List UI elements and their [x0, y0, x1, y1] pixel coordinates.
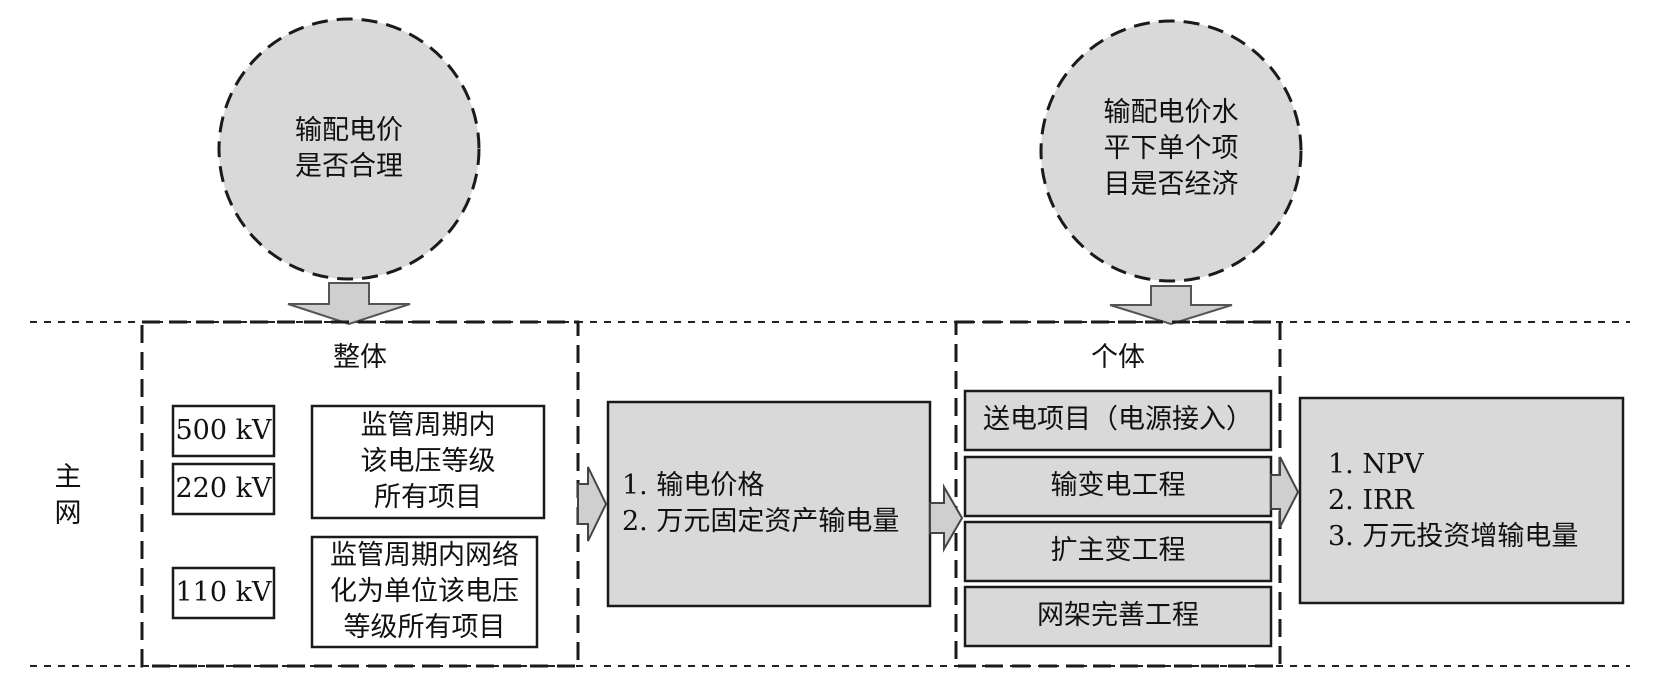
circle-right-line: 平下单个项	[1103, 133, 1239, 164]
scope-bottom-line: 化为单位该电压	[330, 576, 519, 607]
scope-top-line: 该电压等级	[360, 446, 496, 477]
voltage-label-220: 220 kV	[175, 473, 272, 504]
voltage-box-220	[171, 462, 276, 516]
whole-group-title: 整体	[333, 342, 387, 373]
individual-indicators-box	[1298, 396, 1625, 605]
down-arrow-left	[287, 282, 411, 326]
scope-top-line: 监管周期内	[360, 410, 496, 441]
row-label: 主 网	[48, 460, 88, 532]
item-label-2: 输变电工程	[1050, 470, 1186, 501]
voltage-label-110: 110 kV	[175, 577, 272, 608]
scope-bottom-line: 监管周期内网络	[330, 540, 519, 571]
item-box-3	[963, 520, 1273, 583]
voltage-box-500	[171, 404, 276, 458]
item-label-3: 扩主变工程	[1050, 535, 1186, 566]
circle-left-line: 是否合理	[295, 151, 403, 182]
down-arrow-right	[1109, 285, 1233, 326]
item-box-1	[963, 389, 1273, 452]
voltage-label-500: 500 kV	[175, 415, 272, 446]
right-arrow-1	[577, 466, 608, 542]
scope-box-top	[310, 404, 546, 520]
circle-right-line: 目是否经济	[1103, 169, 1239, 200]
item-box-4	[963, 585, 1273, 648]
right-arrow-3	[1270, 456, 1300, 528]
item-box-2	[963, 455, 1273, 518]
individual-indicators-text: 1. NPV 2. IRR 3. 万元投资增输电量	[1328, 447, 1578, 555]
whole-indicator-line: 2. 万元固定资产输电量	[622, 506, 900, 537]
whole-indicator-line: 1. 输电价格	[622, 470, 765, 501]
whole-indicators-box	[606, 400, 932, 608]
row-label-line: 网	[54, 498, 82, 529]
scope-top-line: 所有项目	[374, 482, 482, 513]
item-label-4: 网架完善工程	[1037, 600, 1199, 631]
individual-indicator-line: 3. 万元投资增输电量	[1328, 521, 1579, 552]
whole-indicators-text: 1. 输电价格 2. 万元固定资产输电量	[622, 468, 899, 540]
individual-indicator-line: 1. NPV	[1328, 449, 1424, 480]
circle-left-text: 输配电价 是否合理	[249, 113, 449, 185]
individual-group-title: 个体	[1091, 342, 1145, 373]
scope-box-bottom	[310, 535, 539, 649]
circle-right-text: 输配电价水 平下单个项 目是否经济	[1071, 95, 1271, 203]
row-label-line: 主	[54, 462, 82, 493]
question-circle-right	[1039, 19, 1303, 283]
scope-top-text: 监管周期内 该电压等级 所有项目	[312, 408, 544, 516]
scope-bottom-line: 等级所有项目	[343, 612, 506, 643]
question-circle-left	[217, 17, 481, 281]
scope-bottom-text: 监管周期内网络 化为单位该电压 等级所有项目	[312, 538, 537, 646]
individual-indicator-line: 2. IRR	[1328, 485, 1414, 516]
circle-right-line: 输配电价水	[1103, 97, 1239, 128]
item-label-1: 送电项目（电源接入）	[983, 404, 1253, 435]
right-arrow-2	[929, 483, 964, 553]
voltage-box-110	[171, 566, 276, 620]
circle-left-line: 输配电价	[295, 115, 403, 146]
